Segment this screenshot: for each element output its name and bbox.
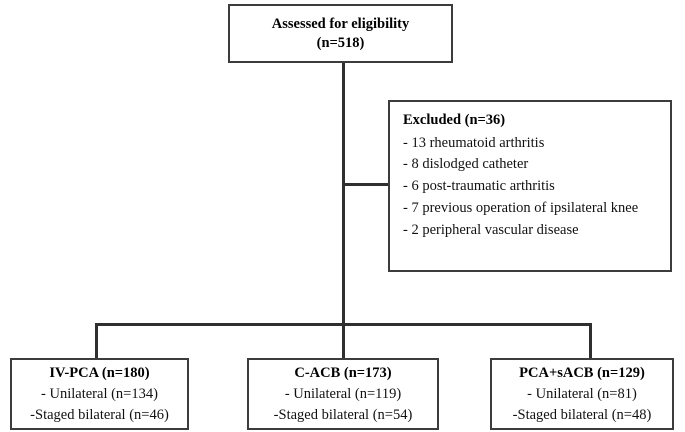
excluded-title: Excluded (n=36) — [403, 112, 506, 128]
connector-trunk-vertical — [342, 63, 345, 325]
group-line: - Unilateral (n=81) — [527, 385, 637, 402]
excluded-reason: - 13 rheumatoid arthritis — [403, 134, 545, 151]
group-line: - Unilateral (n=119) — [284, 385, 402, 402]
group-title: PCA+sACB (n=129) — [519, 365, 645, 381]
node-group-iv-pca: IV-PCA (n=180) - Unilateral (n=134) -Sta… — [10, 358, 189, 430]
connector-to-excluded-box — [342, 183, 390, 186]
excluded-reason: - 8 dislodged catheter — [403, 156, 529, 173]
node-excluded: Excluded (n=36) - 13 rheumatoid arthriti… — [388, 100, 672, 272]
group-line: - Unilateral (n=134) — [41, 385, 158, 402]
node-group-pca-sacb: PCA+sACB (n=129) - Unilateral (n=81) -St… — [490, 358, 674, 430]
excluded-reason: - 2 peripheral vascular disease — [403, 221, 579, 238]
node-assessed-for-eligibility: Assessed for eligibility (n=518) — [228, 4, 453, 63]
assessed-title: Assessed for eligibility — [271, 15, 410, 32]
group-line: -Staged bilateral (n=46) — [30, 406, 169, 423]
group-line: -Staged bilateral (n=54) — [273, 406, 413, 423]
group-title: IV-PCA (n=180) — [49, 365, 150, 381]
excluded-reason: - 7 previous operation of ipsilateral kn… — [403, 199, 639, 216]
node-group-c-acb: C-ACB (n=173) - Unilateral (n=119) -Stag… — [247, 358, 439, 430]
assessed-count: (n=518) — [316, 34, 365, 51]
group-title: C-ACB (n=173) — [294, 365, 392, 381]
connector-drop-group-3 — [589, 323, 592, 360]
group-line: -Staged bilateral (n=48) — [512, 406, 652, 423]
excluded-reason: - 6 post-traumatic arthritis — [403, 178, 555, 195]
connector-drop-group-1 — [95, 323, 98, 360]
connector-drop-group-2 — [342, 323, 345, 360]
